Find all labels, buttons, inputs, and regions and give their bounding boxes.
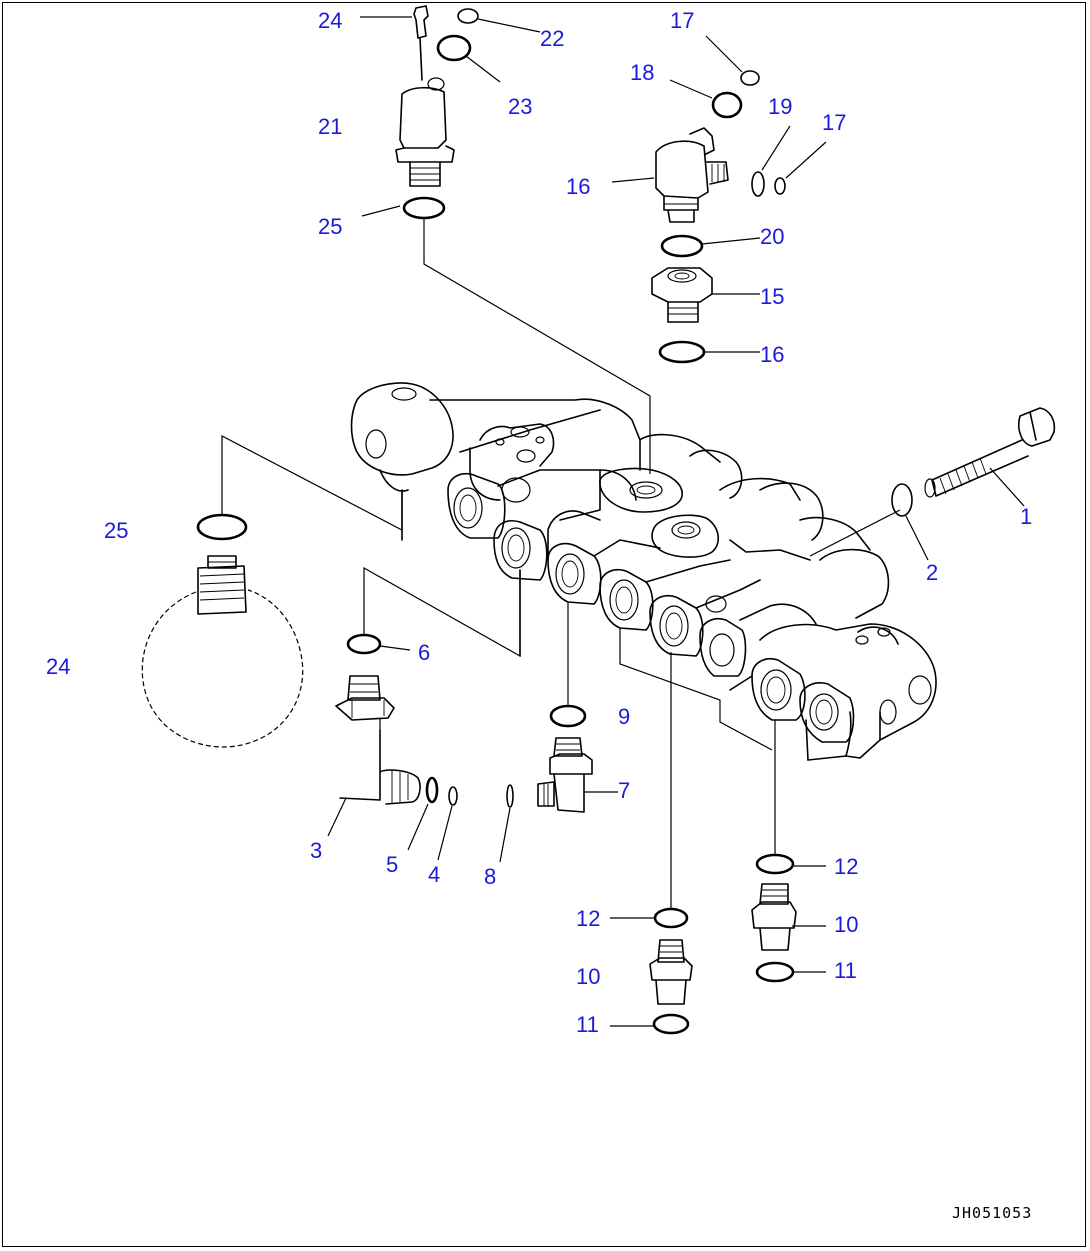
oring-part-21 bbox=[436, 34, 472, 62]
oring-part-17a bbox=[711, 91, 743, 119]
valve-body bbox=[350, 382, 937, 761]
fitting-part-10b bbox=[751, 883, 797, 951]
washer-part-2 bbox=[891, 483, 913, 517]
callout-12-right: 12 bbox=[834, 854, 859, 879]
callout-10-right: 10 bbox=[834, 912, 859, 937]
callout-7: 7 bbox=[618, 778, 631, 803]
callout-1: 1 bbox=[1020, 504, 1033, 529]
oring-part-9 bbox=[549, 704, 587, 728]
callout-4: 4 bbox=[428, 862, 441, 887]
oring-part-12a bbox=[653, 907, 689, 929]
callout-23: 25 bbox=[318, 214, 343, 239]
callout-11-left: 11 bbox=[576, 1012, 599, 1037]
fitting-part-7 bbox=[537, 737, 593, 813]
callout-14: 16 bbox=[760, 342, 785, 367]
oring-part-11b bbox=[755, 961, 795, 983]
assembly-lines bbox=[221, 218, 901, 909]
oring-part-16a bbox=[740, 70, 760, 86]
callout-15: 16 bbox=[566, 174, 591, 199]
oring-part-16b bbox=[774, 177, 786, 195]
callout-9: 9 bbox=[618, 704, 631, 729]
callout-24: 24 bbox=[46, 654, 71, 679]
callout-3: 3 bbox=[310, 838, 323, 863]
callout-20: 22 bbox=[540, 26, 565, 51]
callout-18: 20 bbox=[760, 224, 785, 249]
oring-part-4 bbox=[448, 786, 458, 806]
oring-part-5 bbox=[425, 776, 439, 804]
drawing-code: JH051053 bbox=[952, 1204, 1033, 1222]
sensor-part-19 bbox=[395, 5, 455, 187]
callout-12-left: 12 bbox=[576, 906, 601, 931]
callout-16-side: 17 bbox=[822, 110, 847, 135]
oring-part-8 bbox=[506, 784, 514, 808]
oring-part-17b bbox=[751, 171, 765, 197]
oring-part-6 bbox=[346, 633, 382, 655]
oring-part-23 bbox=[402, 196, 446, 220]
callout-8: 8 bbox=[484, 864, 497, 889]
callout-19: 21 bbox=[318, 114, 343, 139]
oring-part-12b bbox=[755, 853, 795, 875]
callout-10-left: 10 bbox=[576, 964, 601, 989]
callout-25: 25 bbox=[104, 518, 129, 543]
bolt-part-1 bbox=[924, 407, 1056, 498]
sensor-part-15 bbox=[655, 127, 729, 223]
fitting-part-10a bbox=[649, 939, 693, 1005]
oring-part-25 bbox=[196, 513, 248, 541]
callout-11-right: 11 bbox=[834, 958, 857, 983]
callout-16-top: 17 bbox=[670, 8, 695, 33]
callout-6: 6 bbox=[418, 640, 431, 665]
oring-part-20 bbox=[457, 8, 479, 24]
adapter-part-13 bbox=[651, 267, 713, 323]
callout-17-side: 19 bbox=[768, 94, 793, 119]
oring-part-18 bbox=[660, 234, 704, 258]
callout-17-top: 18 bbox=[630, 60, 655, 85]
callout-13: 15 bbox=[760, 284, 785, 309]
fitting-part-3 bbox=[335, 675, 421, 805]
callout-22: 24 bbox=[318, 8, 343, 33]
oring-part-11a bbox=[652, 1013, 690, 1035]
callout-21: 23 bbox=[508, 94, 533, 119]
leader-lines bbox=[327, 16, 1025, 1027]
accumulator-part-24 bbox=[141, 555, 304, 748]
callout-2: 2 bbox=[926, 560, 939, 585]
callout-5: 5 bbox=[386, 852, 399, 877]
oring-part-14 bbox=[658, 340, 706, 364]
